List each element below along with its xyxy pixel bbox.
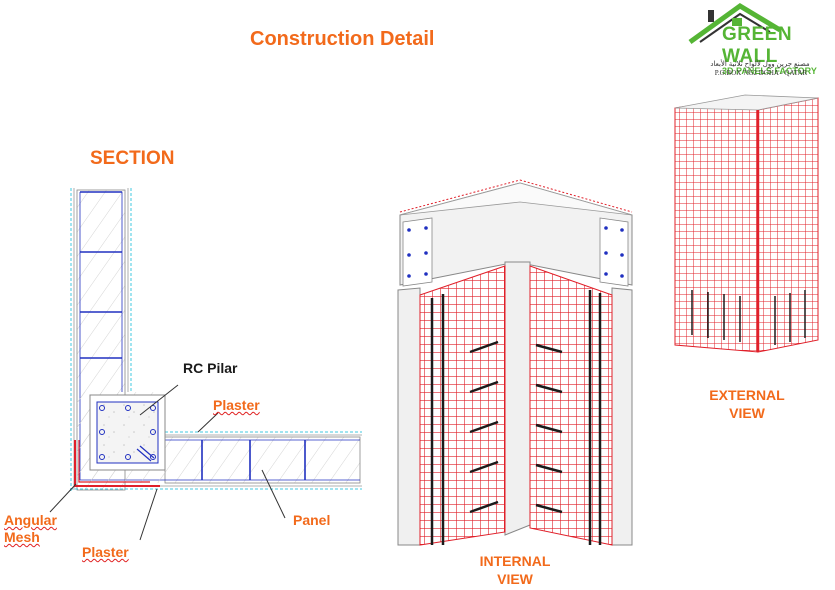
external-view-drawing	[674, 94, 819, 353]
section-plan-drawing	[49, 188, 362, 541]
brand-address: P.O.BOX 7852 DOHA - QATAR	[714, 69, 808, 77]
internal-view-drawing	[397, 179, 633, 546]
label-rc-pillar: RC Pilar	[183, 360, 238, 376]
brand-arabic-name: مصنع جرين وول لألواح ثلاثية الأبعاد	[710, 61, 810, 68]
logo-house-icon	[688, 3, 782, 45]
label-panel: Panel	[293, 512, 331, 528]
brand-subtitle: 3D PANELS FACTORY	[722, 66, 817, 76]
label-plaster-top: Plaster	[213, 397, 260, 413]
label-internal-view: INTERNAL VIEW	[479, 553, 551, 587]
brand-name: GREEN WALL	[722, 24, 793, 67]
page-title: Construction Detail	[250, 28, 435, 50]
brand-logo: GREEN WALL 3D PANELS FACTORY	[722, 24, 832, 76]
label-angular-mesh: Angular Mesh	[4, 512, 57, 545]
section-title: SECTION	[90, 148, 175, 169]
label-plaster-bottom: Plaster	[82, 544, 129, 560]
label-external-view: EXTERNAL VIEW	[709, 387, 785, 421]
